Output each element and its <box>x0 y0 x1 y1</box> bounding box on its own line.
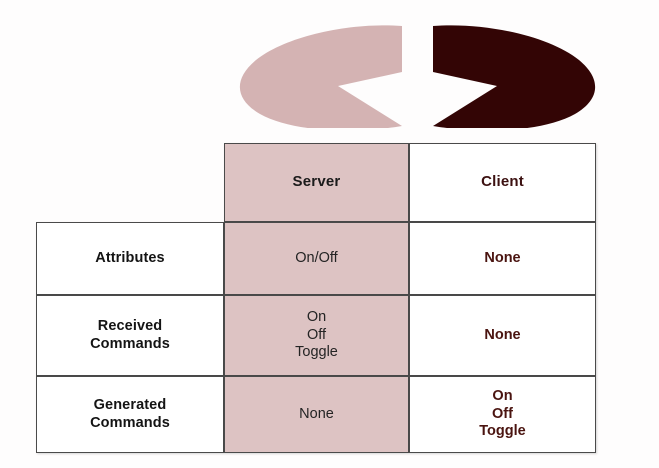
cell-value-line: On <box>492 387 513 404</box>
column-header-server: Server <box>224 143 409 222</box>
cell-value-group: On Off Toggle <box>295 309 338 362</box>
table-row: Received Commands <box>36 295 224 376</box>
cell-received-commands-server: On Off Toggle <box>224 295 409 376</box>
table-grid: Server Client Attributes On/Off None <box>36 143 596 453</box>
pacman-shapes-svg <box>239 25 596 128</box>
cell-value-line: None <box>484 326 521 343</box>
row-label-line: Attributes <box>95 249 165 266</box>
cell-value-group: On Off Toggle <box>479 388 525 441</box>
cell-received-commands-client: None <box>409 295 596 376</box>
row-label-line: Commands <box>90 414 170 431</box>
table-row: Attributes <box>36 222 224 295</box>
row-label-line: Commands <box>90 335 170 352</box>
cell-value-line: Off <box>306 326 327 343</box>
row-label-line: Received <box>97 317 163 334</box>
cell-value-line: Toggle <box>479 423 526 440</box>
pacman-right-shape <box>433 25 596 128</box>
cell-generated-commands-server: None <box>224 376 409 453</box>
cell-value-line: On/Off <box>295 249 338 266</box>
cell-value-line: None <box>484 249 521 266</box>
table-row: Generated Commands <box>36 376 224 453</box>
row-label-line: Generated <box>93 396 167 413</box>
table-corner-spacer <box>36 143 224 222</box>
column-header-client: Client <box>409 143 596 222</box>
cell-value-group: On/Off <box>295 250 337 268</box>
cell-attributes-client: None <box>409 222 596 295</box>
cell-value-line: On <box>306 308 327 325</box>
cell-value-line: Off <box>492 405 513 422</box>
cell-value-line: None <box>299 405 334 422</box>
cell-attributes-server: On/Off <box>224 222 409 295</box>
row-label-generated-commands: Generated Commands <box>90 397 170 432</box>
pacman-figure-group <box>230 24 605 128</box>
row-label-attributes: Attributes <box>95 250 164 268</box>
cell-value-group: None <box>484 327 520 345</box>
pacman-left-shape <box>239 25 402 128</box>
cell-generated-commands-client: On Off Toggle <box>409 376 596 453</box>
column-header-client-label: Client <box>481 173 524 191</box>
cell-value-line: Toggle <box>295 344 338 361</box>
column-header-server-label: Server <box>292 173 341 191</box>
row-label-received-commands: Received Commands <box>90 318 170 353</box>
server-client-matrix-table: Server Client Attributes On/Off None <box>36 143 596 453</box>
cell-value-group: None <box>299 406 334 424</box>
cell-value-group: None <box>484 250 520 268</box>
